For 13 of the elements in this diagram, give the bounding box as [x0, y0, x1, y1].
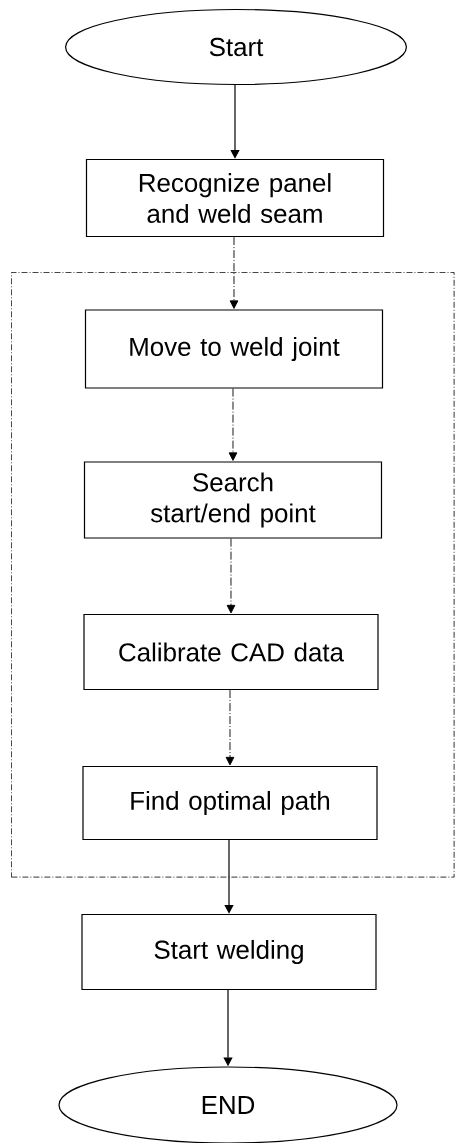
arrow [225, 689, 235, 766]
arrow [229, 236, 239, 309]
arrow [224, 839, 234, 914]
process-box: Calibrate CAD data [83, 613, 379, 691]
process-box: Find optimal path [82, 765, 378, 841]
process-box: Search start/end point [83, 461, 383, 539]
arrow [226, 538, 236, 614]
process-box: Start welding [81, 913, 377, 991]
process-box: Move to weld joint [84, 309, 384, 389]
arrow [228, 388, 238, 461]
process-box: Recognize panel and weld seam [85, 158, 385, 238]
arrow [230, 84, 240, 159]
dashed-frame [11, 272, 455, 878]
